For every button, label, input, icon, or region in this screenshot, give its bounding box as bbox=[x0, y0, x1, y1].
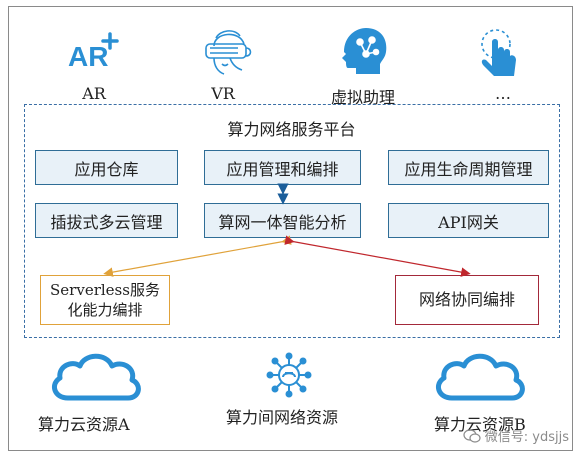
ar-icon-text: AR bbox=[68, 41, 108, 72]
module-intelligent-analysis: 算网一体智能分析 bbox=[204, 203, 361, 238]
cloud-a-label: 算力云资源A bbox=[38, 415, 130, 434]
watermark: 微信号: ydsjjs bbox=[463, 426, 569, 445]
network-orchestration-box: 网络协同编排 bbox=[395, 275, 539, 325]
top-label-ar: AR bbox=[82, 84, 106, 103]
top-label-vr: VR bbox=[211, 84, 235, 103]
ar-icon: AR bbox=[68, 32, 119, 72]
cloud-b-label: 算力云资源B bbox=[434, 415, 526, 434]
diagram-frame bbox=[8, 6, 573, 451]
serverless-line2: 化能力编排 bbox=[67, 301, 143, 319]
module-app-orchestration: 应用管理和编排 bbox=[204, 150, 361, 185]
serverless-line1: Serverless服务 bbox=[50, 280, 160, 299]
module-multi-cloud: 插拔式多云管理 bbox=[35, 203, 178, 238]
touch-gesture-icon bbox=[481, 29, 516, 76]
vr-headset-icon bbox=[205, 30, 252, 75]
cloud-a-icon bbox=[51, 353, 141, 401]
watermark-text: 微信号: ydsjjs bbox=[484, 430, 569, 445]
arrow-analysis-serverless bbox=[103, 235, 292, 277]
top-label-assistant: 虚拟助理 bbox=[330, 88, 395, 107]
module-app-store: 应用仓库 bbox=[35, 150, 178, 185]
wechat-icon bbox=[463, 428, 481, 443]
network-resource-icon bbox=[266, 352, 312, 398]
network-resource-label: 算力间网络资源 bbox=[226, 408, 339, 427]
virtual-assistant-head-icon bbox=[342, 28, 387, 74]
platform-title: 算力网络服务平台 bbox=[227, 120, 356, 139]
cloud-b-icon bbox=[435, 353, 525, 401]
arrow-analysis-network bbox=[284, 235, 471, 277]
module-app-lifecycle: 应用生命周期管理 bbox=[388, 150, 549, 185]
serverless-box: Serverless服务 化能力编排 bbox=[40, 275, 170, 325]
module-api-gateway: API网关 bbox=[388, 203, 549, 238]
platform-container bbox=[24, 104, 560, 338]
top-label-more: … bbox=[495, 84, 511, 103]
